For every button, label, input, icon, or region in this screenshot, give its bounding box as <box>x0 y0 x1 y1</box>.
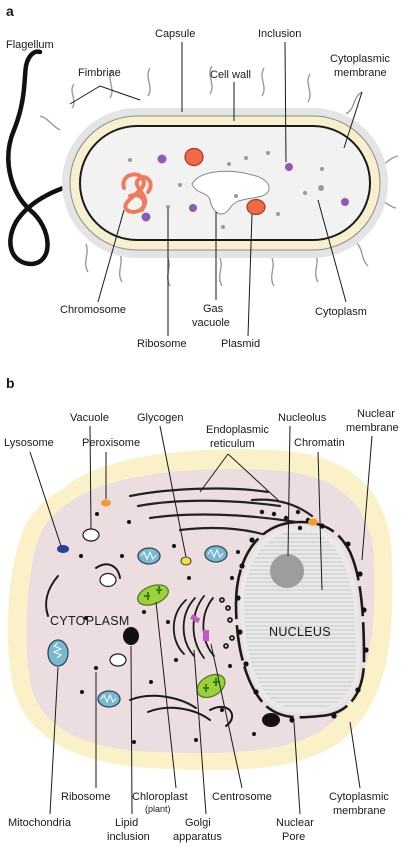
inclusion <box>285 163 293 171</box>
label-plasmid: Plasmid <box>221 338 260 350</box>
membrane-fragments <box>45 563 233 727</box>
nucleolus <box>270 554 304 588</box>
inclusion <box>141 212 151 222</box>
label-cytoplasm-b: CYTOPLASM <box>50 614 130 628</box>
label-endoplasmic-reticulum: Endoplasmic reticulum <box>206 424 272 450</box>
leader-lines-a <box>69 41 363 337</box>
mitochondrion <box>97 690 121 708</box>
chromosome <box>121 172 153 214</box>
free-ribosomes <box>79 512 256 744</box>
label-cytoplasmic-membrane-b: Cytoplasmic membrane <box>329 791 392 817</box>
golgi-apparatus <box>172 595 235 659</box>
label-flagellum: Flagellum <box>6 39 54 51</box>
label-mitochondria: Mitochondria <box>8 817 72 829</box>
nuclear-pores <box>235 523 369 723</box>
endoplasmic-reticulum <box>128 487 314 536</box>
ribosome <box>227 162 231 166</box>
panel-b-label: b <box>6 375 15 391</box>
label-cytoplasm-a: Cytoplasm <box>315 306 367 318</box>
lysosome <box>57 545 69 553</box>
peroxisome <box>101 499 111 507</box>
flagellum <box>6 49 91 267</box>
nuclear-membrane <box>234 520 366 719</box>
ribosome <box>318 185 324 191</box>
inclusion <box>341 198 349 206</box>
ribosome <box>320 167 324 171</box>
ribosome <box>178 183 182 187</box>
label-chloroplast-note: (plant) <box>145 804 171 814</box>
chloroplast <box>196 673 226 699</box>
label-ribosome-a: Ribosome <box>137 338 187 350</box>
chloroplast <box>137 584 169 606</box>
label-vacuole: Vacuole <box>70 412 109 424</box>
chromatin <box>244 530 356 709</box>
inclusion <box>189 204 197 212</box>
label-nucleus: NUCLEUS <box>269 625 331 639</box>
mitochondrion <box>137 547 161 565</box>
label-ribosome-b: Ribosome <box>61 791 111 803</box>
label-centrosome: Centrosome <box>212 791 272 803</box>
label-inclusion: Inclusion <box>258 28 301 40</box>
label-golgi-apparatus: Golgi apparatus <box>173 817 222 843</box>
label-chromatin: Chromatin <box>294 437 345 449</box>
gas-vacuole <box>191 170 270 215</box>
ribosome <box>303 191 307 195</box>
centrosome <box>190 614 209 641</box>
vacuole <box>82 528 100 542</box>
mitochondrion <box>47 639 69 667</box>
vacuole <box>109 653 127 667</box>
ribosome <box>128 158 132 162</box>
ribosome <box>266 151 270 155</box>
inclusions <box>141 154 349 222</box>
label-capsule: Capsule <box>155 28 195 40</box>
panel-a-label: a <box>6 3 14 19</box>
plasmid <box>246 198 266 216</box>
label-glycogen: Glycogen <box>137 412 183 424</box>
label-cytoplasmic-membrane-a: Cytoplasmic membrane <box>330 53 393 79</box>
label-nucleolus: Nucleolus <box>278 412 327 424</box>
label-lysosome: Lysosome <box>4 437 54 449</box>
label-gas-vacuole: Gas vacuole <box>192 303 230 329</box>
mitochondria-group <box>47 545 228 708</box>
label-lipid-inclusion: Lipid inclusion <box>107 817 150 843</box>
label-fimbriae: Fimbriae <box>78 67 121 79</box>
label-chromosome: Chromosome <box>60 304 126 316</box>
ribosome <box>234 194 238 198</box>
lipid-inclusion <box>262 713 280 727</box>
plasmid <box>184 147 204 167</box>
ribosome <box>166 205 170 209</box>
label-nuclear-pore: Nuclear Pore <box>276 817 317 843</box>
mitochondrion <box>204 545 228 563</box>
lipid-inclusion <box>123 627 139 645</box>
label-nuclear-membrane: Nuclear membrane <box>346 408 399 434</box>
label-cell-wall: Cell wall <box>210 69 251 81</box>
label-chloroplast: Chloroplast <box>132 791 188 803</box>
peroxisome <box>308 518 318 526</box>
ribosome <box>221 225 225 229</box>
inclusion <box>157 154 167 164</box>
label-peroxisome: Peroxisome <box>82 437 140 449</box>
ribosome <box>244 156 248 160</box>
ribosomes <box>128 151 324 229</box>
ribosome <box>276 212 280 216</box>
vacuole <box>99 572 117 588</box>
leader-lines-b <box>29 425 373 815</box>
glycogen <box>180 556 192 566</box>
